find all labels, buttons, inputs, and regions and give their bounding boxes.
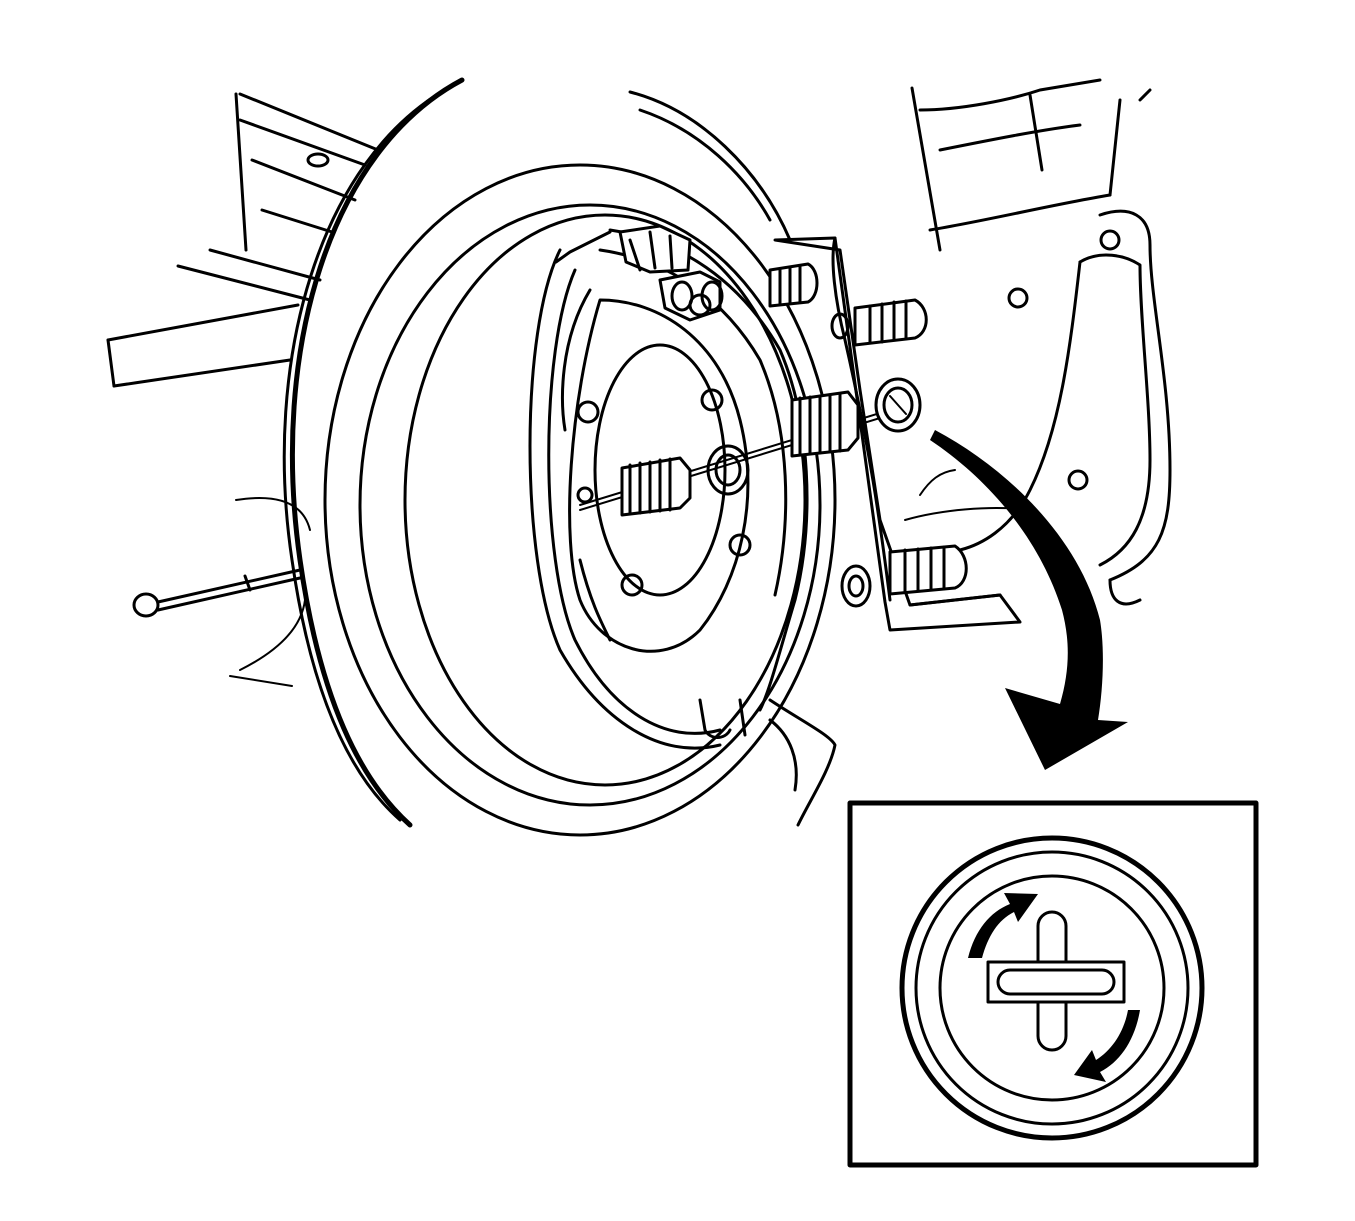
hold-down-spring xyxy=(790,390,860,458)
rotate-arrow-upper-icon xyxy=(968,893,1038,958)
anchor-pin xyxy=(618,224,724,322)
hold-down-spring-inner xyxy=(620,444,750,517)
lower-control-arm xyxy=(910,78,1172,606)
detail-inset xyxy=(847,800,1259,1168)
pin-slot-horizontal xyxy=(986,960,1126,1004)
stud-upper xyxy=(768,262,819,308)
frame-rails xyxy=(106,92,380,388)
callout-arrow xyxy=(930,430,1128,770)
axle-flange xyxy=(568,293,752,653)
drum-inner-rims xyxy=(323,163,837,837)
wheel-studs xyxy=(768,262,968,608)
hold-down-cup xyxy=(874,377,922,433)
parking-brake-cable xyxy=(132,497,311,687)
stud-middle xyxy=(830,298,928,347)
stud-lower xyxy=(840,544,968,608)
rotate-arrow-lower-icon xyxy=(1074,1010,1140,1082)
brake-drum xyxy=(282,77,837,828)
